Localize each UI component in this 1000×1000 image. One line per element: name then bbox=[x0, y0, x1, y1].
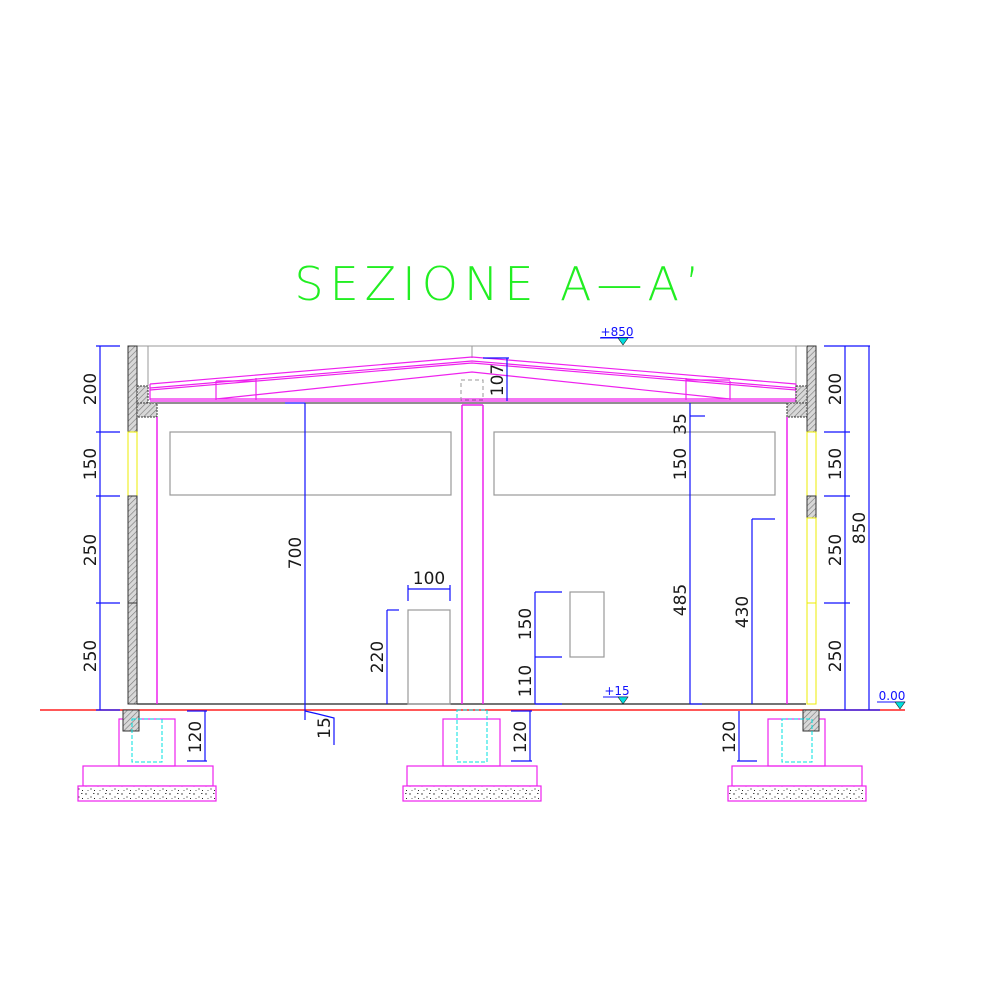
foundation-left-dim-120: 120 bbox=[186, 721, 206, 753]
right-dim-250-upper: 250 bbox=[826, 534, 846, 566]
right-wall bbox=[786, 345, 817, 705]
beam-gap-dim-35: 35 bbox=[671, 413, 691, 435]
clerestory-dim-150: 150 bbox=[671, 448, 691, 480]
svg-text:0.00: 0.00 bbox=[879, 689, 906, 703]
window-height-dim-150: 150 bbox=[516, 608, 536, 640]
parapet-outline bbox=[137, 345, 806, 386]
foundation-center-dim-120: 120 bbox=[511, 721, 531, 753]
roof-truss bbox=[149, 356, 797, 402]
clerestory-window-left bbox=[169, 431, 452, 496]
ridge-block bbox=[460, 379, 484, 401]
svg-text:+15: +15 bbox=[604, 684, 629, 698]
foundation-right bbox=[727, 709, 867, 802]
columns bbox=[156, 404, 788, 704]
right-dim-850-total: 850 bbox=[850, 512, 870, 544]
ridge-dim-107: 107 bbox=[488, 364, 508, 396]
floor-step-dim-15: 15 bbox=[315, 717, 335, 739]
clerestory-window-right bbox=[493, 431, 776, 496]
level-marker-floor: +15 bbox=[603, 684, 630, 705]
level-marker-top: +850 bbox=[600, 325, 634, 346]
right-dim-250-lower: 250 bbox=[826, 640, 846, 672]
foundation-right-dim-120: 120 bbox=[720, 721, 740, 753]
sill-height-dim-485: 485 bbox=[671, 584, 691, 616]
drawing-title: SEZIONE A—A’ bbox=[294, 257, 705, 311]
right-dim-150: 150 bbox=[826, 448, 846, 480]
level-marker-ground: 0.00 bbox=[877, 689, 906, 710]
right-dim-200: 200 bbox=[826, 373, 846, 405]
left-wall bbox=[127, 345, 158, 705]
left-dim-250-upper: 250 bbox=[81, 534, 101, 566]
left-dim-150: 150 bbox=[81, 448, 101, 480]
opening-height-dim-430: 430 bbox=[733, 596, 753, 628]
small-window bbox=[569, 591, 605, 658]
left-dim-200: 200 bbox=[81, 373, 101, 405]
left-dim-250-lower: 250 bbox=[81, 640, 101, 672]
clear-height-dim-700: 700 bbox=[286, 537, 306, 569]
foundation-left bbox=[77, 709, 217, 802]
svg-text:+850: +850 bbox=[601, 325, 634, 339]
door-height-dim-220: 220 bbox=[368, 641, 388, 673]
dimension-lines bbox=[96, 345, 880, 762]
door bbox=[407, 609, 451, 705]
foundation-center bbox=[402, 709, 542, 802]
window-sill-dim-110: 110 bbox=[516, 665, 536, 697]
door-width-dim-100: 100 bbox=[413, 569, 445, 589]
